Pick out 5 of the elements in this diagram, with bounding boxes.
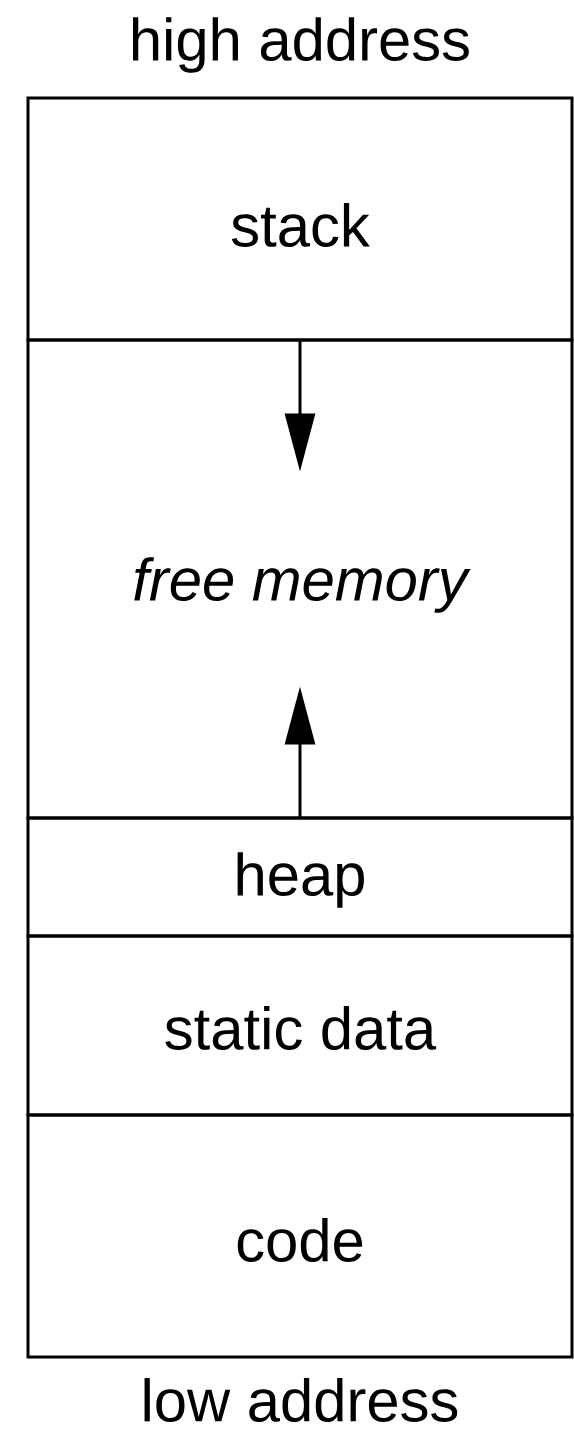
memory-band: heap (26, 816, 574, 938)
memory-band: code (26, 1113, 574, 1359)
memory-band: stack (26, 96, 574, 342)
memory-band: free memory (26, 338, 574, 820)
memory-band: static data (26, 934, 574, 1117)
